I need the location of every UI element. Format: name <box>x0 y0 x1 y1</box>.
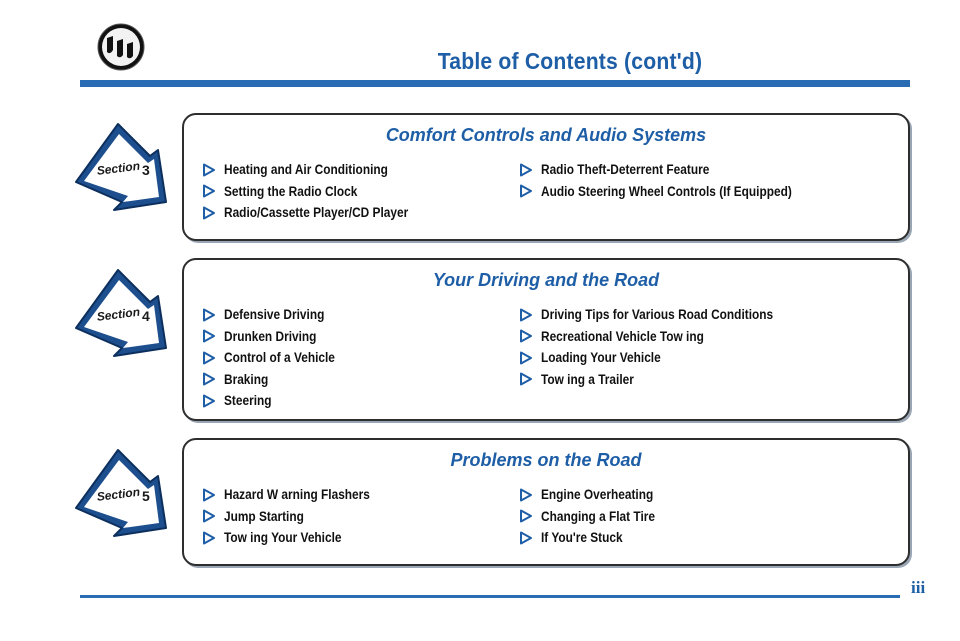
triangle-bullet-icon <box>203 329 215 343</box>
triangle-bullet-icon <box>203 163 215 177</box>
toc-item[interactable]: Defensive Driving <box>202 304 350 326</box>
section-number: 5 <box>142 488 150 504</box>
toc-item[interactable]: Driving Tips for Various Road Conditions <box>519 304 805 326</box>
triangle-bullet-icon <box>520 308 532 322</box>
section-number: 4 <box>142 308 150 324</box>
section-3-panel: Comfort Controls and Audio Systems Heati… <box>182 113 910 241</box>
toc-item[interactable]: Engine Overheating <box>519 484 671 506</box>
toc-item[interactable]: Control of a Vehicle <box>202 347 350 369</box>
buick-logo-icon <box>96 22 146 72</box>
section-title: Your Driving and the Road <box>432 270 660 290</box>
section-title: Comfort Controls and Audio Systems <box>385 125 707 145</box>
section-3-tab[interactable]: Section 3 <box>68 118 178 222</box>
triangle-bullet-icon <box>520 184 532 198</box>
toc-item[interactable]: Audio Steering Wheel Controls (If Equipp… <box>519 181 826 203</box>
toc-item[interactable]: If You're Stuck <box>519 527 671 549</box>
footer-rule <box>80 595 900 598</box>
toc-item[interactable]: Jump Starting <box>202 506 390 528</box>
section-5-tab[interactable]: Section 5 <box>68 444 178 548</box>
toc-item[interactable]: Loading Your Vehicle <box>519 347 805 369</box>
left-item-list: Defensive Driving Drunken Driving Contro… <box>202 304 350 412</box>
triangle-bullet-icon <box>203 372 215 386</box>
header-rule <box>80 80 910 87</box>
section-number: 3 <box>142 162 150 178</box>
section-4-tab[interactable]: Section 4 <box>68 264 178 368</box>
toc-item[interactable]: Hazard W arning Flashers <box>202 484 390 506</box>
right-item-list: Engine Overheating Changing a Flat Tire … <box>519 484 671 549</box>
right-item-list: Driving Tips for Various Road Conditions… <box>519 304 805 390</box>
triangle-bullet-icon <box>520 509 532 523</box>
arrow-tab-icon <box>75 449 167 537</box>
toc-item[interactable]: Radio/Cassette Player/CD Player <box>202 202 433 224</box>
toc-item[interactable]: Drunken Driving <box>202 326 350 348</box>
triangle-bullet-icon <box>520 163 532 177</box>
page-number: iii <box>911 578 926 597</box>
triangle-bullet-icon <box>520 531 532 545</box>
toc-item[interactable]: Tow ing a Trailer <box>519 369 805 391</box>
arrow-tab-icon <box>75 269 167 357</box>
triangle-bullet-icon <box>520 351 532 365</box>
triangle-bullet-icon <box>203 184 215 198</box>
left-item-list: Heating and Air Conditioning Setting the… <box>202 159 433 224</box>
triangle-bullet-icon <box>203 509 215 523</box>
triangle-bullet-icon <box>520 372 532 386</box>
toc-item[interactable]: Recreational Vehicle Tow ing <box>519 326 805 348</box>
toc-item[interactable]: Setting the Radio Clock <box>202 181 433 203</box>
triangle-bullet-icon <box>203 394 215 408</box>
triangle-bullet-icon <box>203 488 215 502</box>
page-title: Table of Contents (cont'd) <box>437 48 703 74</box>
triangle-bullet-icon <box>203 308 215 322</box>
arrow-tab-icon <box>75 123 167 211</box>
section-title: Problems on the Road <box>450 450 642 470</box>
toc-item[interactable]: Changing a Flat Tire <box>519 506 671 528</box>
toc-item[interactable]: Heating and Air Conditioning <box>202 159 433 181</box>
triangle-bullet-icon <box>203 531 215 545</box>
triangle-bullet-icon <box>203 351 215 365</box>
section-4-panel: Your Driving and the Road Defensive Driv… <box>182 258 910 421</box>
left-item-list: Hazard W arning Flashers Jump Starting T… <box>202 484 390 549</box>
toc-item[interactable]: Braking <box>202 369 350 391</box>
triangle-bullet-icon <box>520 488 532 502</box>
triangle-bullet-icon <box>203 206 215 220</box>
section-5-panel: Problems on the Road Hazard W arning Fla… <box>182 438 910 566</box>
right-item-list: Radio Theft-Deterrent Feature Audio Stee… <box>519 159 826 202</box>
triangle-bullet-icon <box>520 329 532 343</box>
toc-item[interactable]: Tow ing Your Vehicle <box>202 527 390 549</box>
toc-item[interactable]: Radio Theft-Deterrent Feature <box>519 159 826 181</box>
toc-item[interactable]: Steering <box>202 390 350 412</box>
